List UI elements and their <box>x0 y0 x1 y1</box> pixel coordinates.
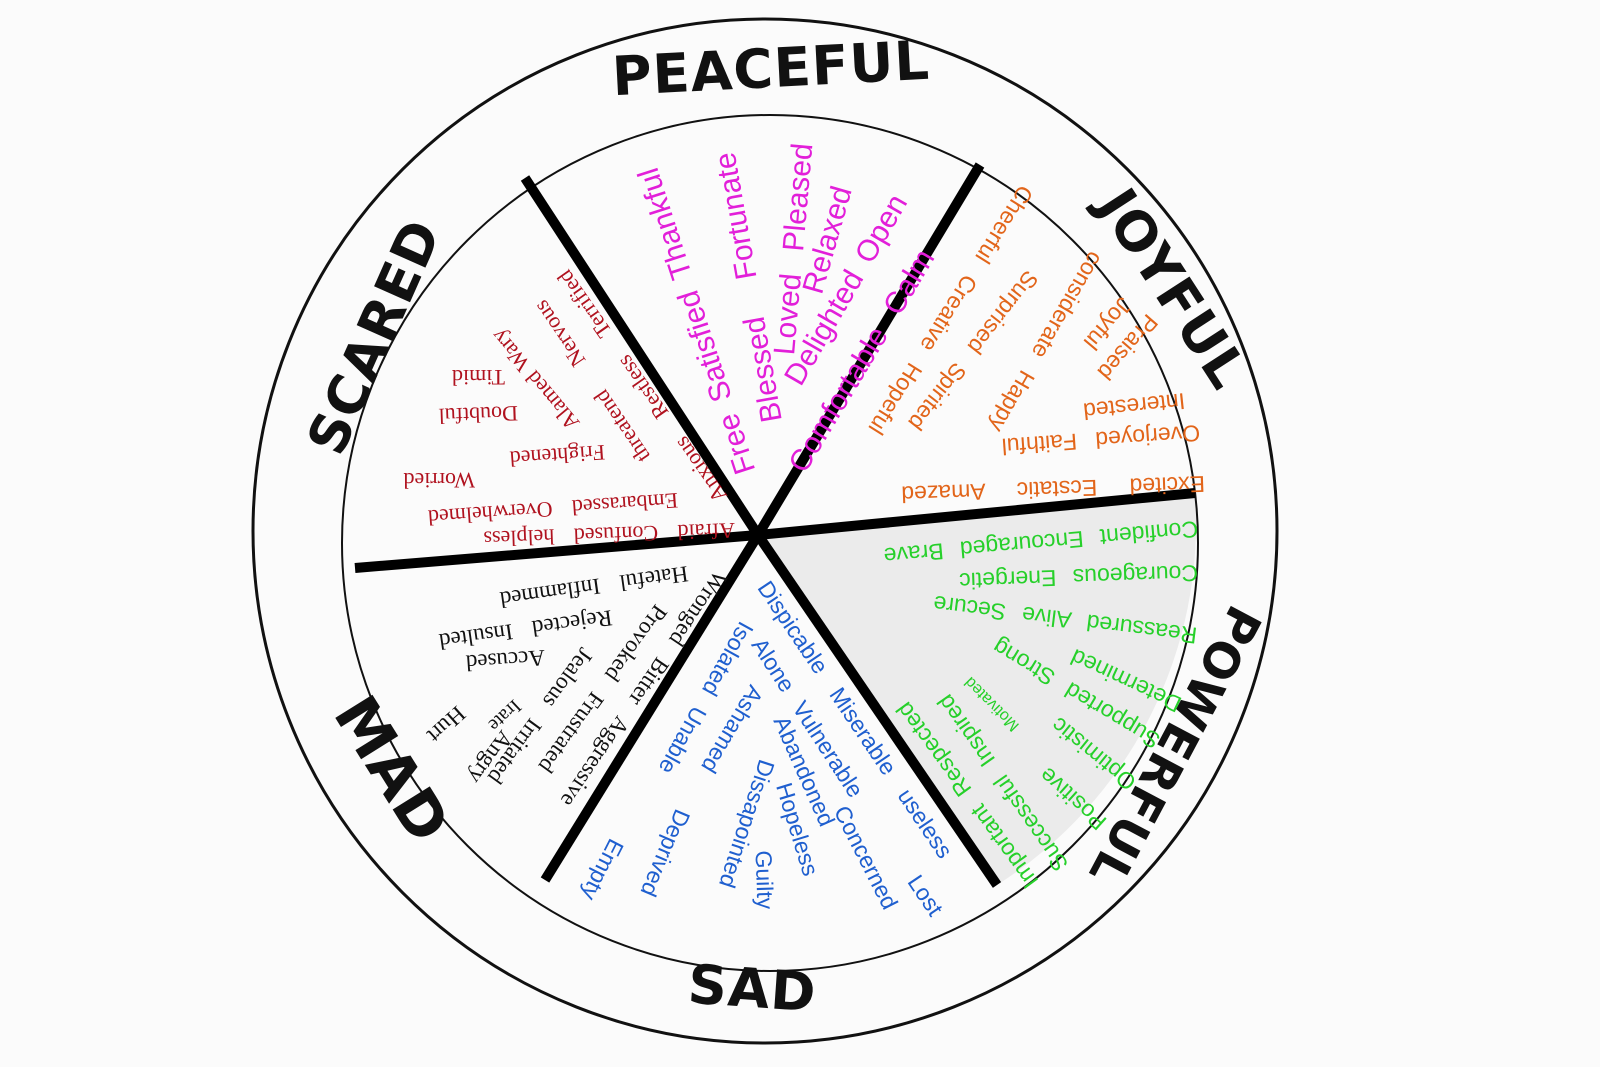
scared-words: Frightened <box>509 440 606 472</box>
scared-words: Worried <box>403 468 475 493</box>
outer-ring <box>251 17 1279 1045</box>
spoke-sad-mad <box>540 532 763 883</box>
mad-words: Accused <box>465 644 546 675</box>
sad-words: Guilty <box>750 849 779 910</box>
spoke-mad-scared <box>354 530 759 573</box>
spoke-joyful-powerful <box>757 488 1196 540</box>
category-peaceful: PEACEFUL <box>610 28 932 109</box>
scared-words: Timid <box>451 365 505 390</box>
spoke-powerful-sad <box>753 532 1002 888</box>
spoke-peaceful-joyful <box>753 162 985 538</box>
scared-words: Doubtful <box>438 401 519 429</box>
inner-ring <box>341 114 1199 972</box>
powerful-sector-shading <box>758 493 1197 885</box>
category-sad: SAD <box>685 952 819 1025</box>
spoke-scared-peaceful <box>520 175 763 538</box>
